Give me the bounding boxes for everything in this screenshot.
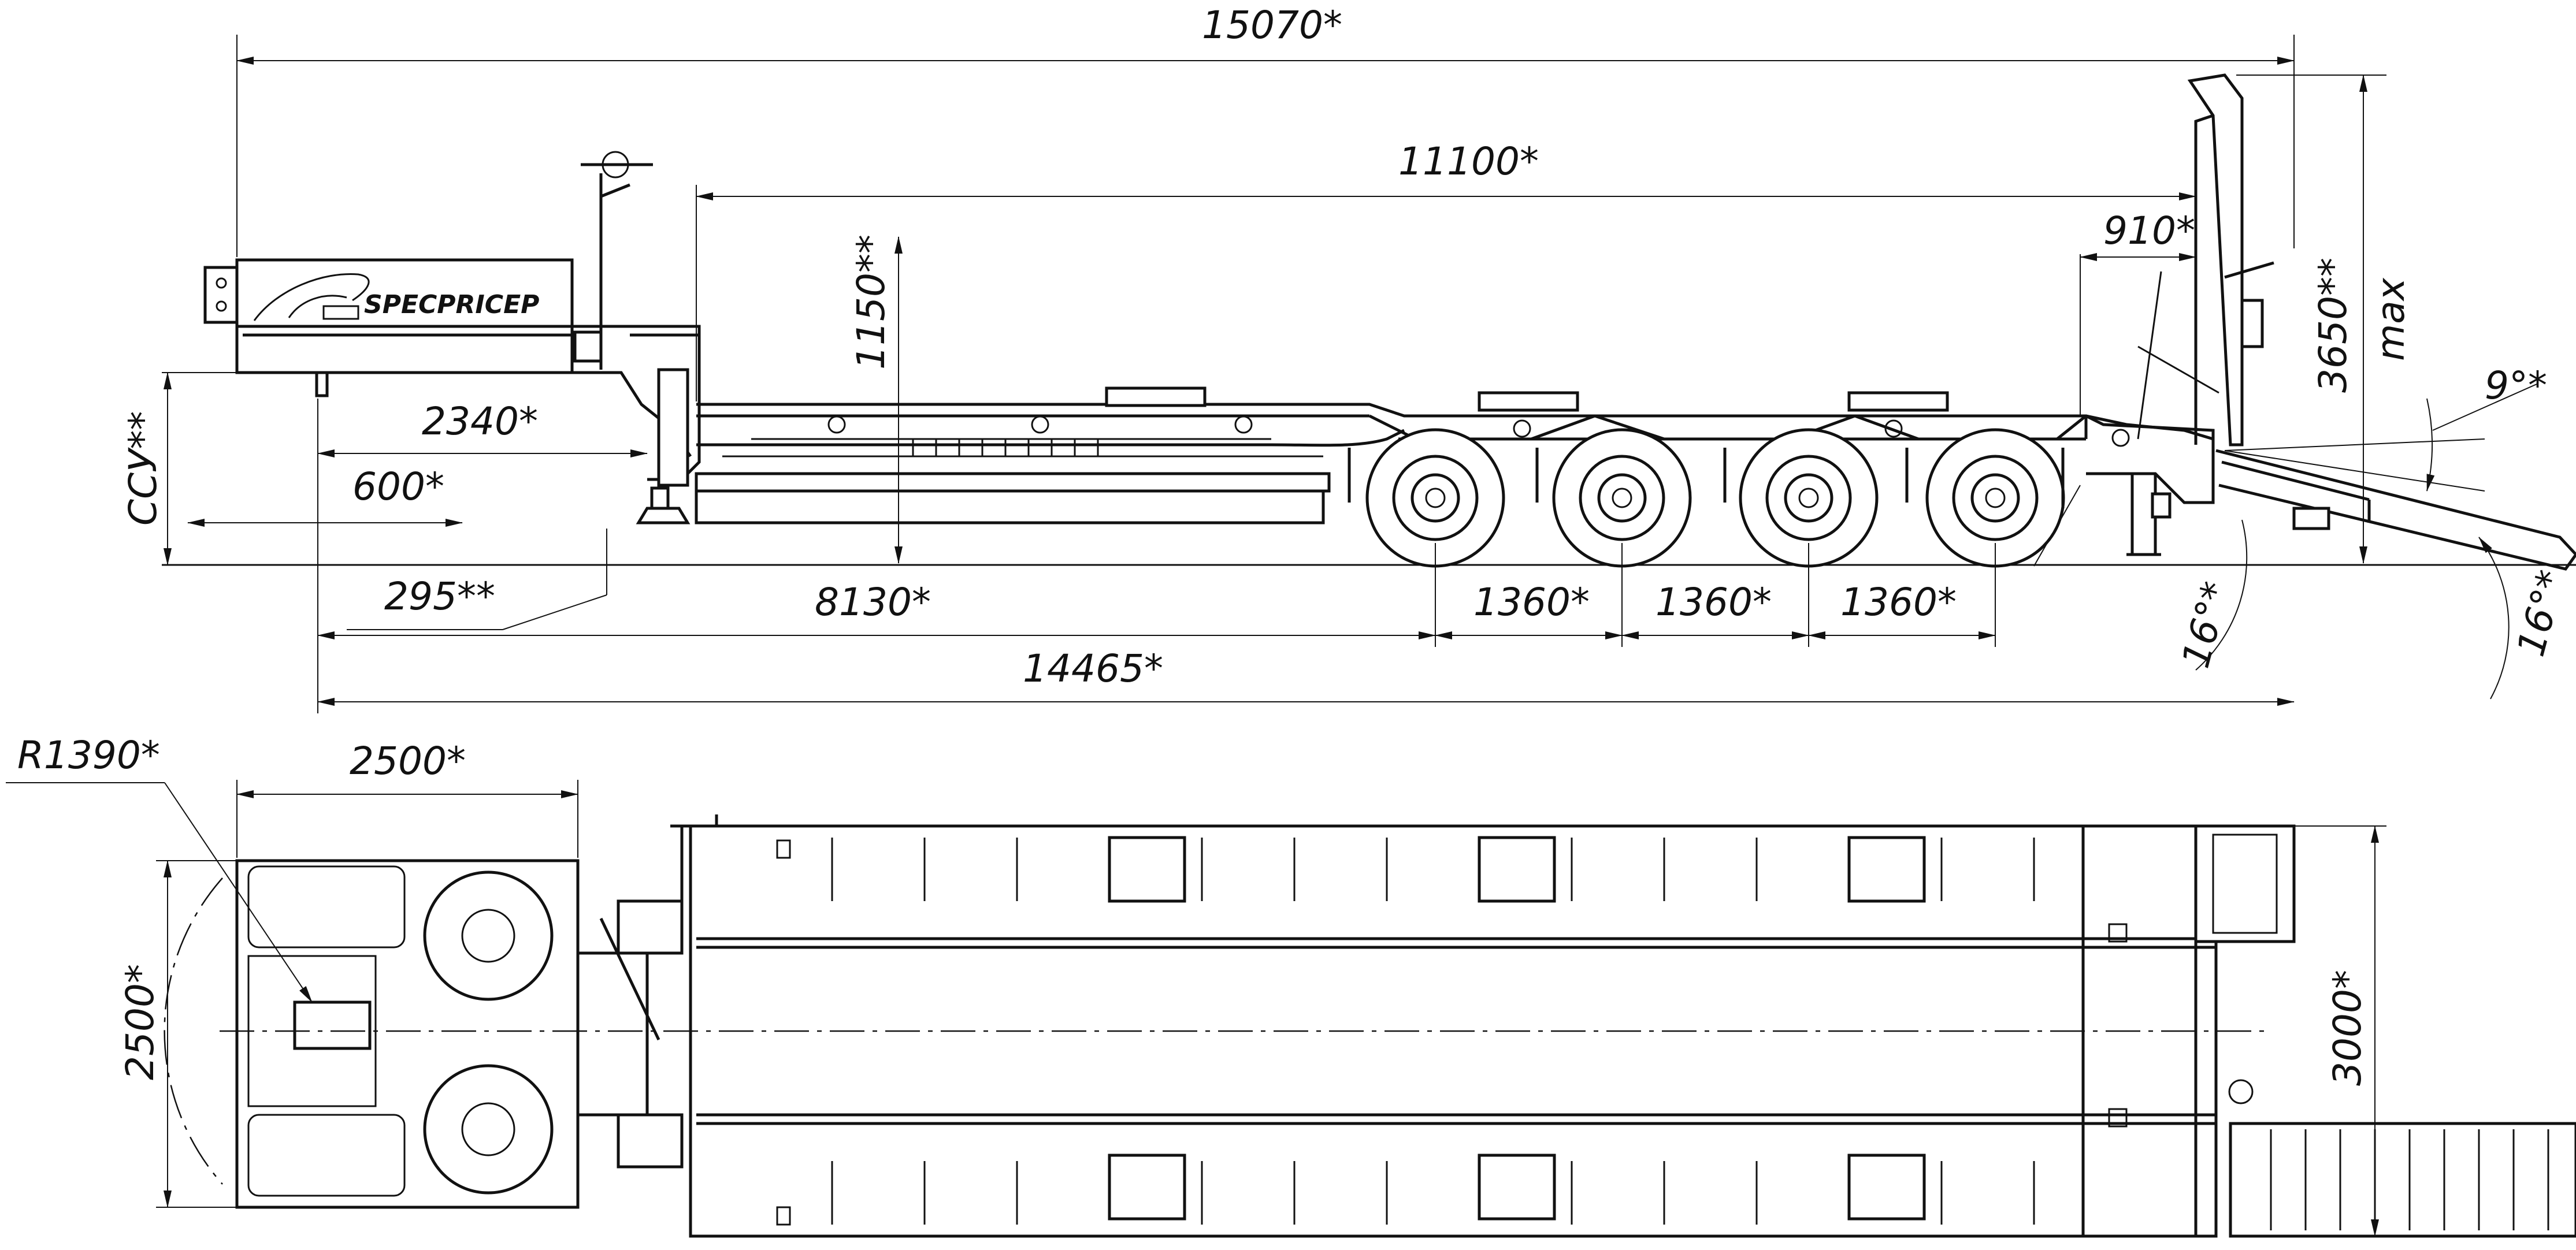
dim-ramp-angle-top: 9°*	[2485, 363, 2547, 408]
side-dimensions: 15070* 11100* 910* 1150** 3650** max 234…	[121, 3, 2574, 713]
dim-gooseneck: 2340*	[422, 399, 538, 444]
gooseneck-plan	[235, 814, 718, 1209]
dim-overall-length: 15070*	[1202, 3, 1342, 47]
dim-deck-length: 11100*	[1398, 139, 1539, 184]
dim-coupling-height: ССУ**	[121, 411, 165, 526]
top-view: 2500* R1390* 2500* 3000*	[6, 733, 2576, 1238]
dim-axle-spacing-2: 1360*	[1656, 580, 1772, 624]
dim-deck-width: 3000*	[2325, 970, 2370, 1086]
dim-deck-height: 1150**	[849, 235, 893, 370]
dim-axle-spacing-3: 1360*	[1840, 580, 1957, 624]
dim-turning-radius: R1390*	[17, 733, 160, 777]
dim-height-max: 3650**	[2311, 258, 2355, 393]
dim-total-length: 14465*	[1023, 646, 1163, 691]
logo-text: SPECPRICEP	[364, 290, 539, 319]
side-view: SPECPRICEP	[121, 3, 2576, 713]
dim-neck-width: 2500*	[350, 739, 466, 783]
gooseneck: SPECPRICEP	[203, 151, 701, 524]
dim-max-label: max	[2369, 277, 2413, 361]
dim-departure-angle: 16°*	[2173, 577, 2239, 672]
top-dimensions: 2500* R1390* 2500* 3000*	[6, 733, 2386, 1237]
dim-ramp-offset: 910*	[2103, 209, 2195, 253]
dim-support-offset: 295**	[384, 574, 495, 619]
dim-ramp-angle-bottom: 16°*	[2508, 566, 2574, 661]
dim-kingpin-offset: 600*	[352, 464, 444, 509]
dim-wheelbase-front: 8130*	[815, 580, 931, 624]
axle-group	[1348, 428, 2065, 568]
rear-ramps	[2084, 73, 2576, 571]
ramps-plan	[2194, 824, 2576, 1238]
dim-axle-spacing-1: 1360*	[1473, 580, 1590, 624]
dim-neck-width-vertical: 2500*	[118, 964, 162, 1080]
